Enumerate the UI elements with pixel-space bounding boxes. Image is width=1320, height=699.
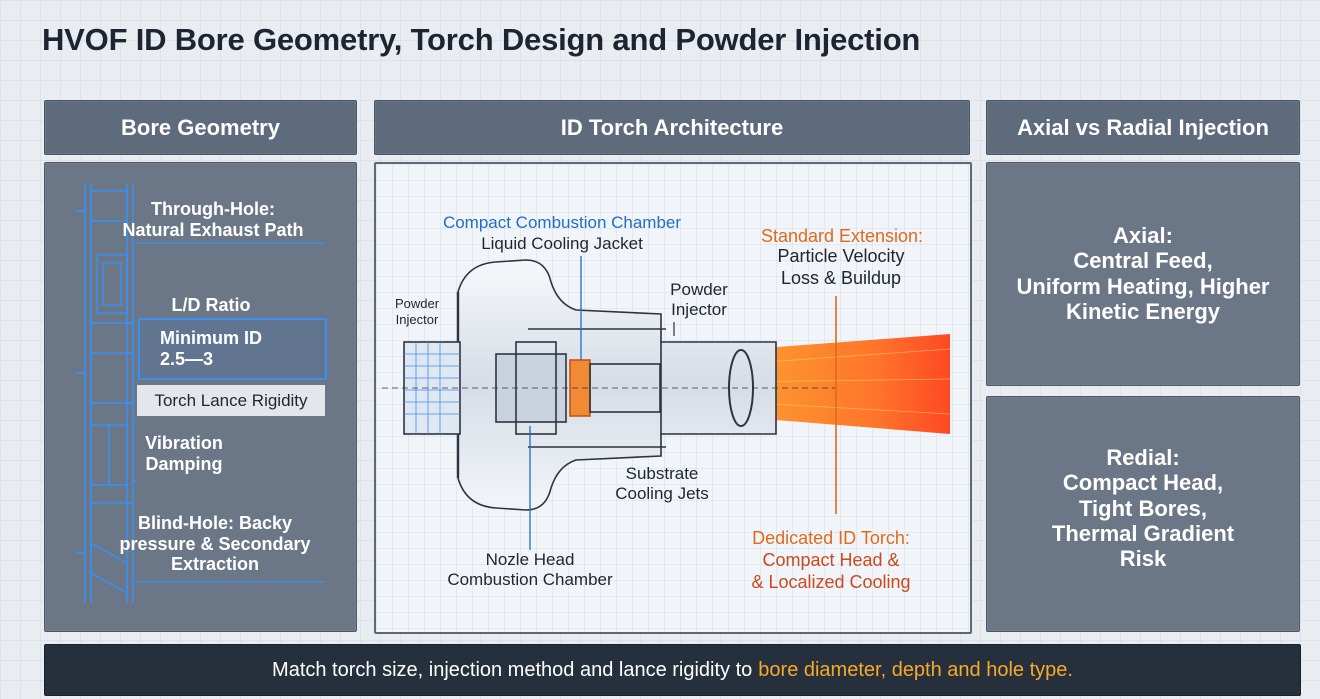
ld-ratio-label: L/D Ratio [171, 295, 251, 315]
dedicated-id-torch-body: Compact Head & & Localized Cooling [751, 550, 911, 592]
radial-injection-panel: Redial: Compact Head, Tight Bores, Therm… [986, 396, 1300, 632]
header-id-torch-architecture: ID Torch Architecture [374, 100, 970, 155]
through-hole-label: Through-Hole: Natural Exhaust Path [122, 199, 304, 240]
torch-architecture-panel: Compact Combustion Chamber Liquid Coolin… [374, 162, 972, 634]
standard-extension-label: Standard Extension: [760, 226, 924, 246]
header-axial-vs-radial: Axial vs Radial Injection [986, 100, 1300, 155]
powder-injector-top-label: Powder Injector [670, 280, 728, 320]
axial-injection-panel: Axial: Central Feed, Uniform Heating, Hi… [986, 162, 1300, 386]
footer-banner: Match torch size, injection method and l… [44, 644, 1301, 696]
nozzle-head-label: Nozle Head Combustion Chamber [447, 550, 613, 590]
torch-cross-section-drawing [382, 256, 951, 550]
compact-combustion-chamber-label: Compact Combustion Chamber [442, 213, 682, 232]
radial-injection-label: Redial: Compact Head, Tight Bores, Therm… [1051, 445, 1235, 572]
vibration-damping-label: Vibration Damping [145, 433, 223, 474]
particle-velocity-label: Particle Velocity Loss & Buildup [777, 246, 905, 288]
minimum-id-box: Minimum ID 2.5—3 [138, 318, 327, 380]
header-bore-geometry: Bore Geometry [44, 100, 357, 155]
bore-geometry-panel: Through-Hole: Natural Exhaust Path L/D R… [44, 162, 357, 632]
dedicated-id-torch-label: Dedicated ID Torch: [752, 528, 910, 548]
footer-text: Match torch size, injection method and l… [272, 658, 753, 681]
axial-injection-label: Axial: Central Feed, Uniform Heating, Hi… [1016, 223, 1270, 324]
torch-lance-rigidity-box: Torch Lance Rigidity [137, 385, 325, 416]
footer-highlight: bore diameter, depth and hole type. [758, 658, 1073, 681]
powder-injector-left-label: Powder Injector [394, 296, 440, 327]
blind-hole-label: Blind-Hole: Backy pressure & Secondary E… [119, 513, 311, 575]
page-title: HVOF ID Bore Geometry, Torch Design and … [42, 22, 921, 57]
substrate-cooling-label: Substrate Cooling Jets [615, 464, 709, 504]
minimum-id-label: Minimum ID 2.5—3 [160, 328, 262, 369]
liquid-cooling-jacket-label: Liquid Cooling Jacket [481, 234, 643, 253]
bore-blueprint-drawing [75, 183, 325, 603]
